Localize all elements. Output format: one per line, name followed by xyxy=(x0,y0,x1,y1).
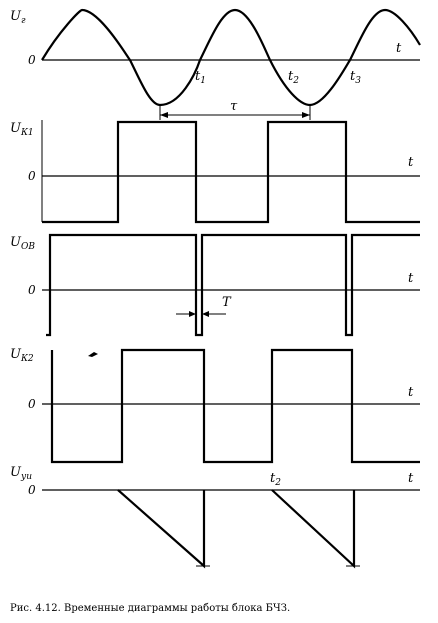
label-uov: UОВ xyxy=(10,235,35,252)
tau-label: τ xyxy=(230,99,238,114)
sawtooth-wave-uui xyxy=(117,489,356,569)
label-uk1: UК1 xyxy=(10,121,34,138)
T-label: T xyxy=(222,295,232,310)
zero-uk2: 0 xyxy=(28,397,36,411)
label-uk2: UК2 xyxy=(10,347,34,364)
t-label-ug: t xyxy=(396,41,402,56)
panel-uk2: UК2 0 t xyxy=(10,347,420,464)
marker-t1: t1 xyxy=(195,69,206,86)
zero-uov: 0 xyxy=(28,283,36,297)
square-wave-uk1 xyxy=(42,120,420,224)
marker-t2-uui: t2 xyxy=(270,471,281,488)
zero-uk1: 0 xyxy=(28,169,36,183)
zero-uui: 0 xyxy=(28,483,36,497)
figure-caption: Рис. 4.12. Временные диаграммы работы бл… xyxy=(10,603,291,614)
t-label-uui: t xyxy=(408,471,414,486)
square-wave-uk2 xyxy=(50,348,420,464)
panel-uov: UОВ 0 t T xyxy=(10,233,420,337)
pulse-wave-uov xyxy=(46,233,420,337)
tau-dimension: τ xyxy=(159,99,311,120)
t-label-uk2: t xyxy=(408,385,414,400)
label-ug: Uг xyxy=(10,9,26,26)
t-label-uk1: t xyxy=(408,155,414,170)
panel-uui: Uуи 0 t t2 xyxy=(10,465,420,569)
panel-ug: Uг 0 t t1 t2 t3 xyxy=(10,8,421,107)
zero-ug: 0 xyxy=(28,53,36,67)
sine-wave-ug xyxy=(41,8,421,107)
marker-t3: t3 xyxy=(350,69,361,86)
t-label-uov: t xyxy=(408,271,414,286)
marker-t2: t2 xyxy=(288,69,299,86)
panel-uk1: UК1 0 t xyxy=(10,120,420,224)
label-uui: Uуи xyxy=(10,465,32,482)
ink-mark xyxy=(88,352,98,357)
